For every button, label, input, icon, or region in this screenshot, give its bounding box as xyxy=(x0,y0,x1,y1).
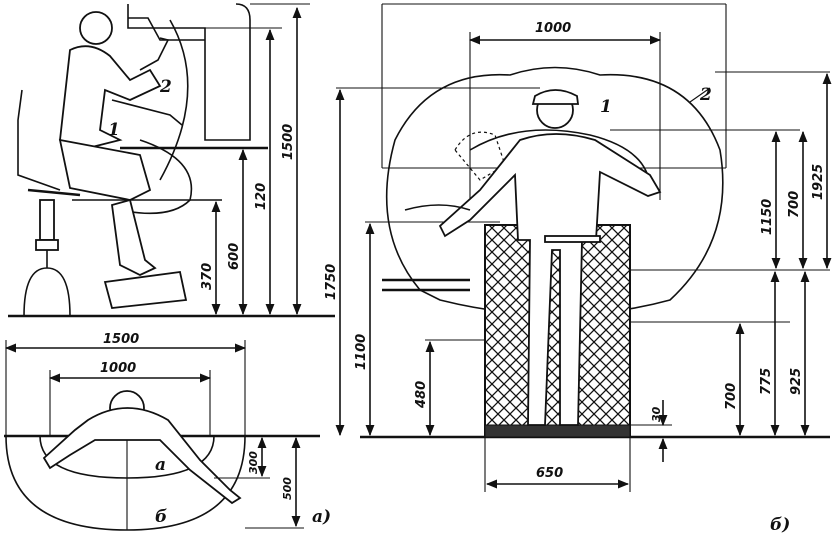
dim-370: 370 xyxy=(200,263,215,290)
view-b-front: 1000 1 2 1750 1100 480 xyxy=(324,3,832,535)
reach-zone-1-arc xyxy=(469,129,651,191)
reach-arc-2 xyxy=(159,19,189,181)
view-a-label: а) xyxy=(312,507,331,527)
dim-1750: 1750 xyxy=(324,264,339,300)
view-a-side: 1 2 1500 120 600 370 xyxy=(8,3,335,318)
dim-700-lower: 700 xyxy=(724,383,739,410)
dim-500: 500 xyxy=(281,477,294,500)
footrest xyxy=(103,270,188,309)
machine-control xyxy=(128,17,205,41)
chair-back xyxy=(17,89,61,191)
chair-base xyxy=(23,250,71,317)
worker-arm-a xyxy=(139,37,170,71)
view-a-plan: 1500 1000 а б 300 500 а) xyxy=(4,332,331,531)
zone-1-label-b: 1 xyxy=(600,97,612,117)
dim-650: 650 xyxy=(536,466,563,481)
dim-775: 775 xyxy=(759,368,774,395)
worker-thigh-a xyxy=(58,138,152,201)
reach-arc-1 xyxy=(119,139,193,215)
zone-1-label-a: 1 xyxy=(108,120,120,140)
dim-1200: 120 xyxy=(254,183,269,210)
dim-1000-top: 1000 xyxy=(535,21,571,36)
worker-body-b xyxy=(438,133,662,426)
dim-1000-horizontal: 1000 xyxy=(100,361,136,376)
zone-a-label: а xyxy=(155,455,166,475)
worker-head-a xyxy=(79,11,113,45)
zone-b-label: б xyxy=(155,507,167,527)
dim-1925: 1925 xyxy=(811,164,826,200)
machine-panel xyxy=(127,3,251,141)
chair-ring xyxy=(35,239,59,251)
dim-925: 925 xyxy=(789,368,804,395)
dim-1150: 1150 xyxy=(760,199,775,235)
base-plate xyxy=(484,424,631,438)
reach-zone-2-outline xyxy=(385,66,724,316)
zone-2-label-a: 2 xyxy=(159,77,172,97)
view-b-label: б) xyxy=(770,515,790,535)
worker-body-plan xyxy=(42,407,242,505)
zone-2-leader xyxy=(689,87,711,103)
dim-1500-vertical: 1500 xyxy=(281,124,296,160)
worker-torso-a xyxy=(59,45,162,151)
chair-seat xyxy=(27,188,81,197)
dim-1500-horizontal: 1500 xyxy=(103,332,139,347)
hatched-stand xyxy=(484,224,631,438)
dim-30: 30 xyxy=(650,406,663,422)
belt xyxy=(544,235,601,243)
dim-480: 480 xyxy=(414,381,429,409)
chair-column xyxy=(39,199,55,241)
worker-forearm-a xyxy=(111,99,183,126)
dim-1100: 1100 xyxy=(354,334,369,370)
dim-600: 600 xyxy=(227,243,242,270)
worker-ghost-arm xyxy=(404,204,471,211)
zone-2-label-b: 2 xyxy=(699,85,712,105)
hard-hat xyxy=(531,89,580,105)
worker-leg-a xyxy=(111,198,157,276)
dim-700-upper: 700 xyxy=(787,191,802,218)
dim-300: 300 xyxy=(247,451,260,474)
